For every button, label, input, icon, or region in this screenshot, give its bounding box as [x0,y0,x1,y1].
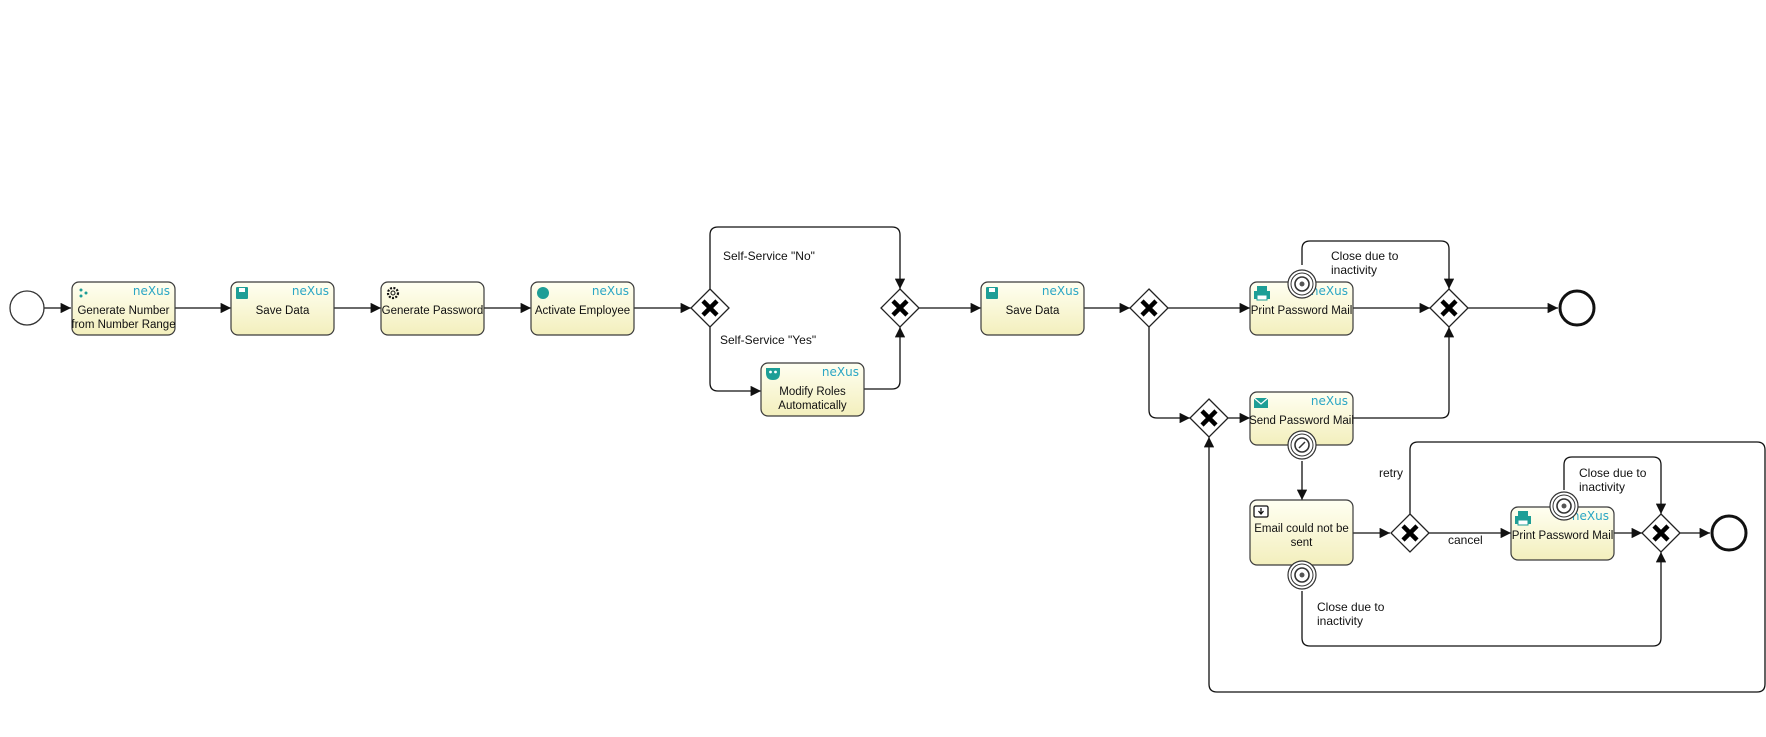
timer-boundary-event-1[interactable] [1287,269,1317,299]
label-close-inactivity-1b: inactivity [1331,263,1377,277]
task-label: Generate Password [382,305,484,317]
error-boundary-event[interactable] [1287,430,1317,460]
task-print-password-mail-1[interactable]: neXus Print Password Mail [1249,281,1354,336]
flow-retry[interactable] [1203,437,1766,693]
nexus-logo: neXus [592,284,629,298]
label-close-inactivity-3a: Close due to [1317,600,1385,614]
flow-self-service-yes[interactable] [709,327,761,397]
nexus-logo: neXus [133,284,170,298]
nexus-logo: neXus [1311,394,1348,408]
flow-close-inactivity-2[interactable] [1563,456,1667,514]
dot-icon [537,287,549,299]
end-event-1[interactable] [1558,289,1596,327]
task-label: Send Password Mail [1249,415,1354,427]
label-close-inactivity-3b: inactivity [1317,614,1363,628]
flow-close-inactivity-3[interactable] [1301,552,1667,647]
task-label-line1: Email could not be [1254,523,1349,535]
gateway-retry-cancel[interactable] [1390,513,1430,553]
label-cancel: cancel [1448,533,1483,547]
flow-to-gateway-4[interactable] [1148,327,1190,424]
mask-icon [766,368,780,380]
task-label-line2: sent [1291,537,1314,549]
gateway-merge-roles[interactable] [880,288,920,328]
start-event[interactable] [9,290,45,326]
floppy-disk-icon [986,287,998,299]
gear-icon [386,286,400,300]
task-save-data-1[interactable]: neXus Save Data [230,281,335,336]
nexus-logo: neXus [292,284,329,298]
gateway-final-merge[interactable] [1641,513,1681,553]
label-close-inactivity-2b: inactivity [1579,480,1625,494]
download-icon [1253,505,1269,518]
end-event-2[interactable] [1710,514,1748,552]
gateway-mail-split[interactable] [1129,288,1169,328]
flow-modify-roles-to-gateway[interactable] [864,327,906,390]
task-label-line2: Automatically [778,400,847,412]
timer-boundary-event-3[interactable] [1549,491,1579,521]
task-label-line1: Modify Roles [779,386,846,398]
printer-icon [1515,511,1531,526]
gateway-mail-merge[interactable] [1429,288,1469,328]
label-self-service-no: Self-Service "No" [723,249,815,263]
envelope-icon [1253,397,1269,408]
nexus-logo: neXus [1572,509,1609,523]
label-close-inactivity-1a: Close due to [1331,249,1399,263]
number-range-icon [79,288,88,298]
flow-send-to-merge-gateway[interactable] [1353,327,1455,419]
nexus-logo: neXus [1042,284,1079,298]
sequence-flows [43,226,1766,693]
task-modify-roles[interactable]: neXus Modify Roles Automatically [760,362,865,417]
nexus-logo: neXus [1311,284,1348,298]
task-label: Save Data [256,305,310,317]
task-label-line2: from Number Range [71,319,175,331]
task-label: Save Data [1006,305,1060,317]
task-send-password-mail[interactable]: neXus Send Password Mail [1249,391,1354,446]
task-generate-password[interactable]: Generate Password [380,281,485,336]
nexus-logo: neXus [822,365,859,379]
task-label: Print Password Mail [1251,305,1353,317]
task-label: Print Password Mail [1512,530,1614,542]
task-label-line1: Generate Number [77,305,169,317]
gateway-retry-merge[interactable] [1189,398,1229,438]
label-retry: retry [1379,466,1403,480]
task-label: Activate Employee [535,305,630,317]
task-save-data-2[interactable]: neXus Save Data [980,281,1085,336]
task-print-password-mail-2[interactable]: neXus Print Password Mail [1510,506,1615,561]
label-close-inactivity-2a: Close due to [1579,466,1647,480]
flow-self-service-no[interactable] [709,226,906,289]
task-email-could-not-be-sent[interactable]: Email could not be sent [1249,499,1354,566]
gateway-self-service[interactable] [690,288,730,328]
timer-boundary-event-2[interactable] [1287,560,1317,590]
floppy-disk-icon [236,287,248,299]
flow-close-inactivity-1[interactable] [1301,240,1455,289]
printer-icon [1254,286,1270,301]
label-self-service-yes: Self-Service "Yes" [720,333,816,347]
task-activate-employee[interactable]: neXus Activate Employee [530,281,635,336]
task-generate-number[interactable]: neXus Generate Number from Number Range [71,281,176,336]
